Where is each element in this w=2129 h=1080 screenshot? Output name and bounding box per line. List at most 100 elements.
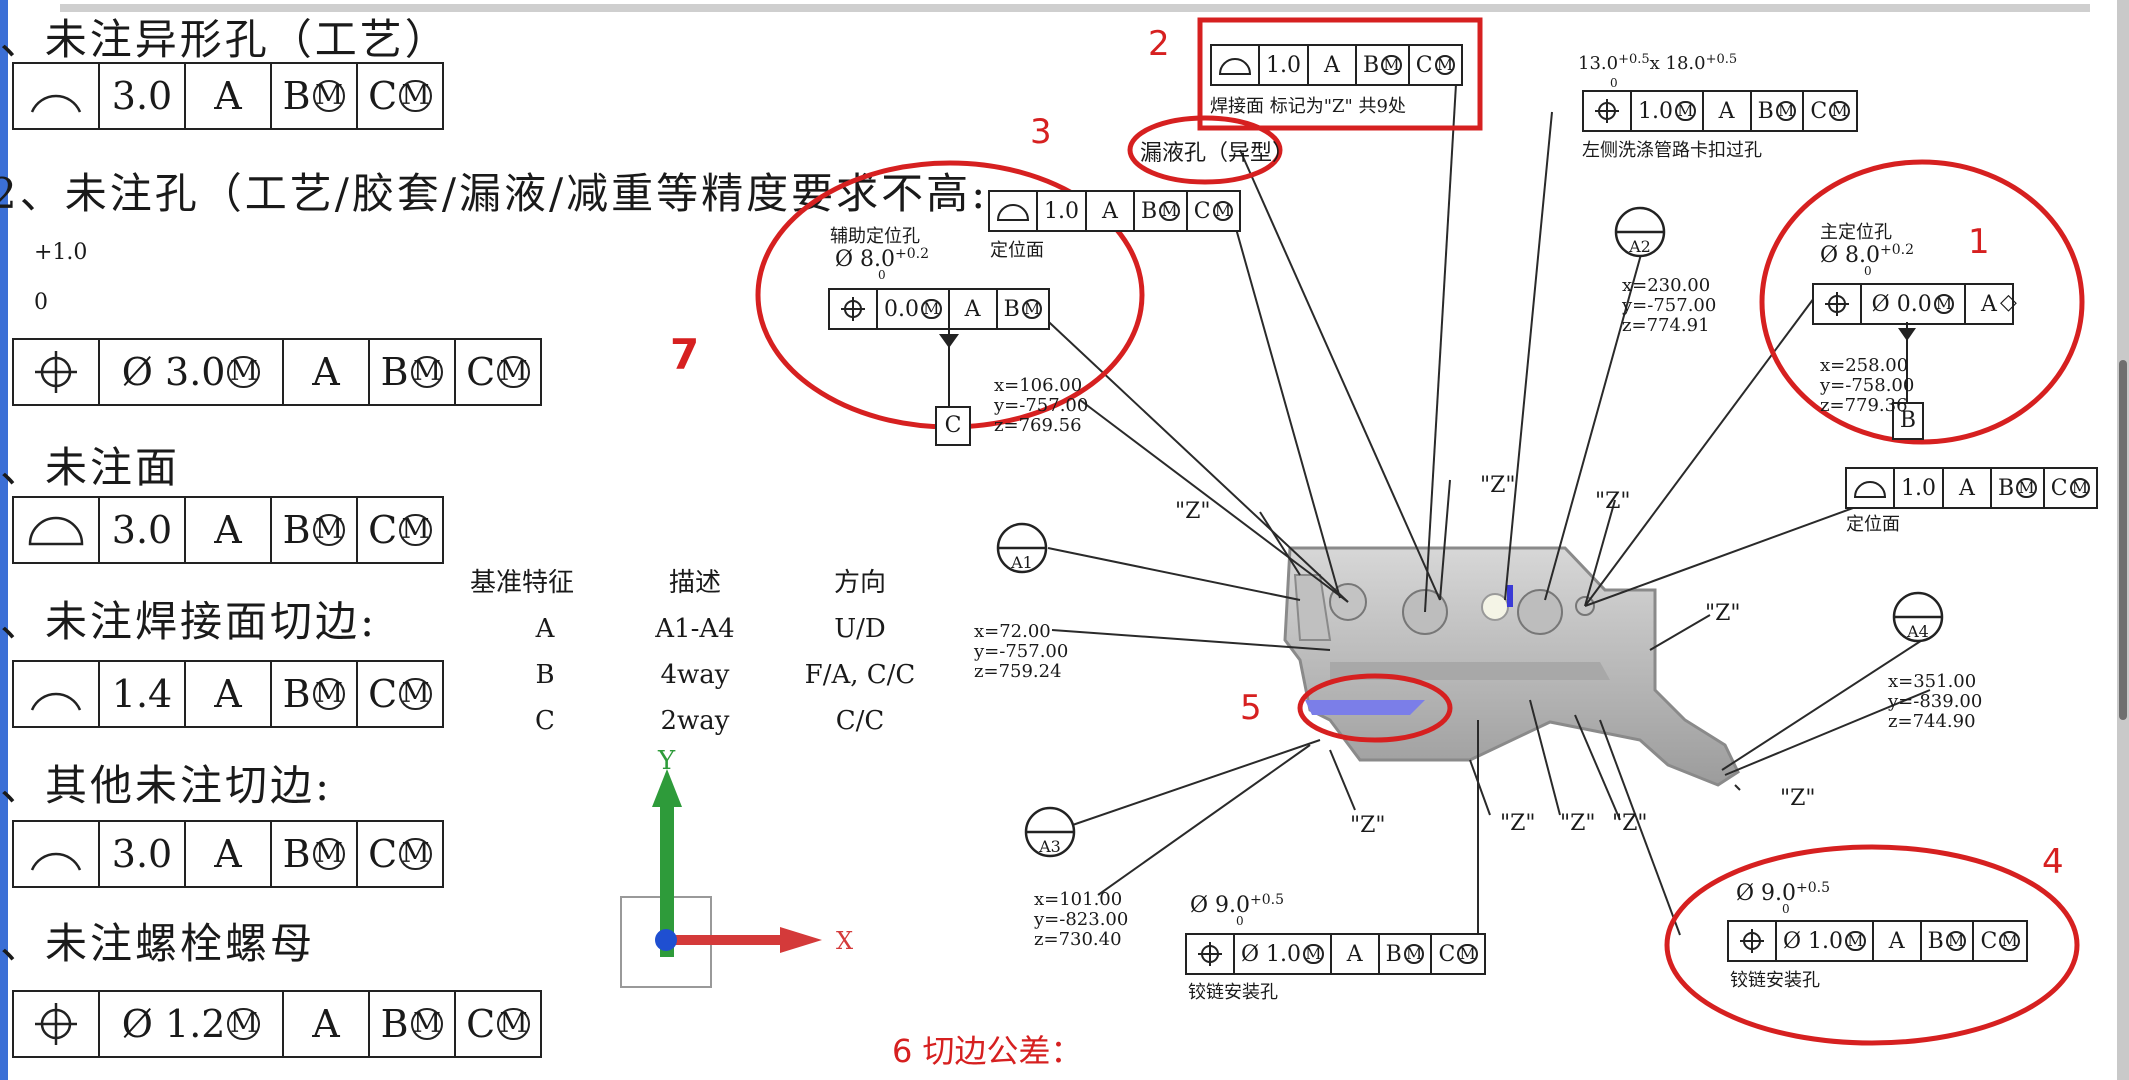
clip-hole-tol-zero: 0 (1610, 76, 1618, 90)
datum-a: A (1309, 46, 1357, 84)
datum-a: A (186, 64, 272, 128)
datum-a: A (1087, 192, 1135, 230)
datum-a: A (1944, 469, 1992, 507)
datum-a: A (1332, 935, 1380, 973)
cell: C (535, 706, 555, 736)
datum-table-header: 基准特征 描述 方向 (470, 560, 950, 606)
right-locating-face-label: 定位面 (1846, 514, 1900, 535)
mmc-icon: M (1933, 293, 1955, 315)
note-2: 2、未注孔（工艺/胶套/漏液/减重等精度要求不高: (0, 169, 989, 218)
mmc-icon: M (410, 355, 444, 389)
diamond-icon: ◇ (2000, 290, 2017, 315)
profile-surface-icon (1847, 469, 1895, 507)
aux-datum-leader (948, 328, 950, 406)
mmc-icon: M (399, 79, 432, 113)
z-weld-mark: "Z" (1500, 811, 1536, 836)
leader-lines (1019, 49, 1931, 936)
annotation-ellipse-4 (1664, 844, 2080, 1046)
datum-table: 基准特征 描述 方向 A A1-A4 U/D B 4way F/A, C/C C… (470, 560, 950, 744)
tolerance-value: 3.0 (100, 822, 186, 886)
position-icon (1187, 935, 1235, 973)
mmc-icon: M (312, 677, 346, 711)
mmc-icon: M (1775, 100, 1797, 122)
note-3: 、未注面 (0, 443, 181, 492)
mmc-icon: M (227, 1007, 261, 1041)
z-weld-mark: "Z" (1350, 813, 1386, 838)
z-weld-mark: "Z" (1480, 473, 1516, 498)
annotation-ellipse-3 (1127, 115, 1283, 185)
datum-a: A (186, 498, 272, 562)
tolerance-value: 1.0 (1038, 192, 1087, 230)
mmc-icon: M (312, 513, 346, 547)
note-5: 、其他未注切边: (0, 761, 333, 810)
tolerance-value: 1.4 (100, 662, 186, 726)
datum-a: A (284, 340, 370, 404)
cell: A (535, 614, 555, 644)
table-row: B 4way F/A, C/C (470, 652, 950, 698)
datum-a: A (186, 662, 272, 726)
datum-b-box: B (1892, 402, 1924, 440)
aux-datum-arrow (939, 334, 959, 348)
y-axis-arrowhead (652, 769, 682, 807)
table-row: C 2way C/C (470, 698, 950, 744)
tolerance-value: 1.0 (1260, 46, 1309, 84)
cell: U/D (834, 614, 886, 644)
x-axis-label: X (836, 927, 853, 955)
z-weld-mark: "Z" (1705, 601, 1741, 626)
annotation-box-2 (1197, 17, 1483, 131)
mmc-icon: M (227, 355, 261, 389)
mmc-icon: M (2069, 477, 2091, 499)
position-icon (1584, 92, 1632, 130)
mmc-icon: M (1829, 100, 1850, 122)
annotation-number-7: 7 (670, 330, 700, 379)
drain-hole-label: 漏液孔（异型） (1140, 141, 1295, 166)
trim-tolerance-caption: 6 切边公差： (892, 1032, 1083, 1070)
main-hole-title: 主定位孔 (1820, 222, 1892, 243)
tolerance-value: 3.0 (100, 64, 186, 128)
profile-line-icon (14, 662, 100, 726)
trim-edge-highlight (1305, 700, 1425, 715)
window-left-edge (0, 0, 8, 1080)
locating-face-label: 定位面 (990, 240, 1044, 261)
hinge-hole-2-dia: Ø 9.0+0.5 (1736, 880, 1831, 906)
mmc-icon: M (410, 1007, 444, 1041)
datum-a: A (284, 992, 370, 1056)
cell: 4way (660, 660, 730, 690)
z-weld-mark: "Z" (1560, 811, 1596, 836)
hinge-hole-1-tol-zero: 0 (1236, 914, 1244, 928)
mmc-icon: M (312, 79, 346, 113)
clip-hole-label: 左侧洗涤管路卡扣过孔 (1582, 140, 1762, 161)
cell: C/C (835, 706, 885, 736)
header-feature: 基准特征 (470, 568, 575, 598)
position-icon (830, 290, 878, 328)
window-top-edge (60, 4, 2090, 12)
mmc-icon: M (1845, 930, 1866, 952)
scrollbar-thumb[interactable] (2119, 360, 2127, 720)
drain-marker (1507, 585, 1513, 607)
z-weld-mark: "Z" (1780, 786, 1816, 811)
annotation-number-1: 1 (1968, 222, 1990, 262)
hinge-hole-1-label: 铰链安装孔 (1188, 982, 1278, 1003)
